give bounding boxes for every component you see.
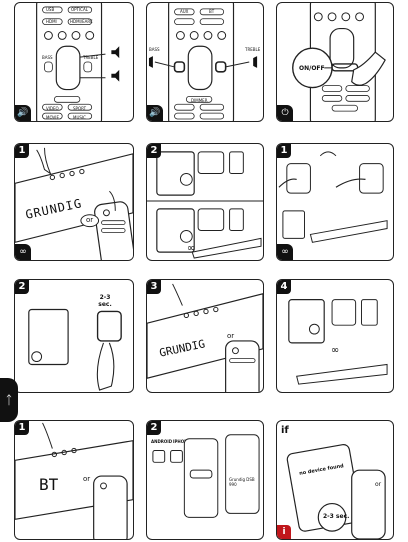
device-list-item[interactable]: Grundig DSB 990 [229,477,255,487]
if-label: if [281,425,289,436]
step-number: 2 [147,421,161,435]
panel-step3-power-on: 3 GRUNDIG or [146,279,264,393]
panel-bass-treble-remote: AUX BT BASS TREBLE DIMMER 🔊 [146,2,264,122]
power-icon: ⏻ [277,105,293,121]
phone-remote-illustration [286,444,386,539]
usb-button-label: USB [46,7,55,12]
or-label: or [83,475,91,483]
panel-volume-remote: USB OPTICAL HDMI HDMI/EARC BASS TREBLE V… [14,2,134,122]
step-number: 2 [147,144,161,158]
link-icon: ∞ [186,242,196,254]
movie-label: MOVIE [46,115,59,120]
soundbar-display-text: BT [39,475,59,494]
power-plug-illustration [278,151,388,243]
or-label: or [227,332,235,340]
panel-onoff-remote: ON/OFF ⏻ [276,2,394,122]
soundbar-display-illustration [15,147,133,260]
treble-label-2: TREBLE [245,47,261,52]
info-icon: i [277,525,291,539]
panel-step1-power-on: 1 GRUNDIG or ∞ [14,143,134,261]
android-label: ANDROID [151,439,173,444]
remote-illustration-2 [148,3,258,121]
sport-label: SPORT [73,106,87,111]
remote-illustration [36,3,120,121]
subwoofer-illustration [147,151,263,259]
remote-illustration-3 [292,3,386,121]
or-label: or [86,216,94,224]
panel-step4-paired: 4 ∞ [276,279,394,393]
link-icon: ∞ [330,344,340,356]
bass-label: BASS [42,55,53,60]
treble-label: TREBLE [83,55,99,60]
soundbar-bt-illustration [15,422,133,539]
paired-devices-illustration [288,299,388,385]
or-label: or [375,481,382,488]
step-number: 1 [15,421,29,435]
hold-timer: 2-3 sec. [98,294,112,308]
video-label: VIDEO [46,106,59,111]
bt-label: BT [209,9,215,14]
aux-label: AUX [180,9,189,14]
dimmer-label: DIMMER [191,98,208,103]
panel-step1-bt-mode: 1 BT or [14,420,134,540]
hdmi-button-label: HDMI [46,19,57,24]
step-number: 1 [277,144,291,158]
panel-step2-subwoofer-pair: 2 ∞ [146,143,264,261]
music-label: MUSIC [73,115,86,120]
hold-timer: 2-3 sec. [323,513,350,520]
panel-step2-press-hold: 2 2-3 sec. [14,279,134,393]
panel-no-device-found: if no device found 2-3 sec. or i [276,420,394,540]
iphone-label: IPHONE [173,439,191,444]
step-number: 3 [147,280,161,294]
link-icon: ∞ [15,244,31,260]
step-number: 1 [15,144,29,158]
panel-step1-plug-in: 1 ∞ [276,143,394,261]
step-number: 4 [277,280,291,294]
on-off-callout: ON/OFF [299,65,325,72]
phone-screens-illustration [152,434,260,518]
subwoofer-button-illustration [28,308,122,391]
bass-label-2: BASS [149,47,160,52]
optical-button-label: OPTICAL [71,7,88,12]
volume-icon: 🔊 [15,105,31,121]
hdmi-arc-button-label: HDMI/EARC [70,19,93,24]
step-number: 2 [15,280,29,294]
bluetooth-icon: ᛏ [0,378,18,422]
soundbar-display-illustration-2 [147,283,263,392]
volume-icon-2: 🔊 [147,105,163,121]
link-icon: ∞ [277,244,293,260]
panel-step2-phone-pair: 2 ANDROID IPHONE Grundig DSB 990 [146,420,264,540]
